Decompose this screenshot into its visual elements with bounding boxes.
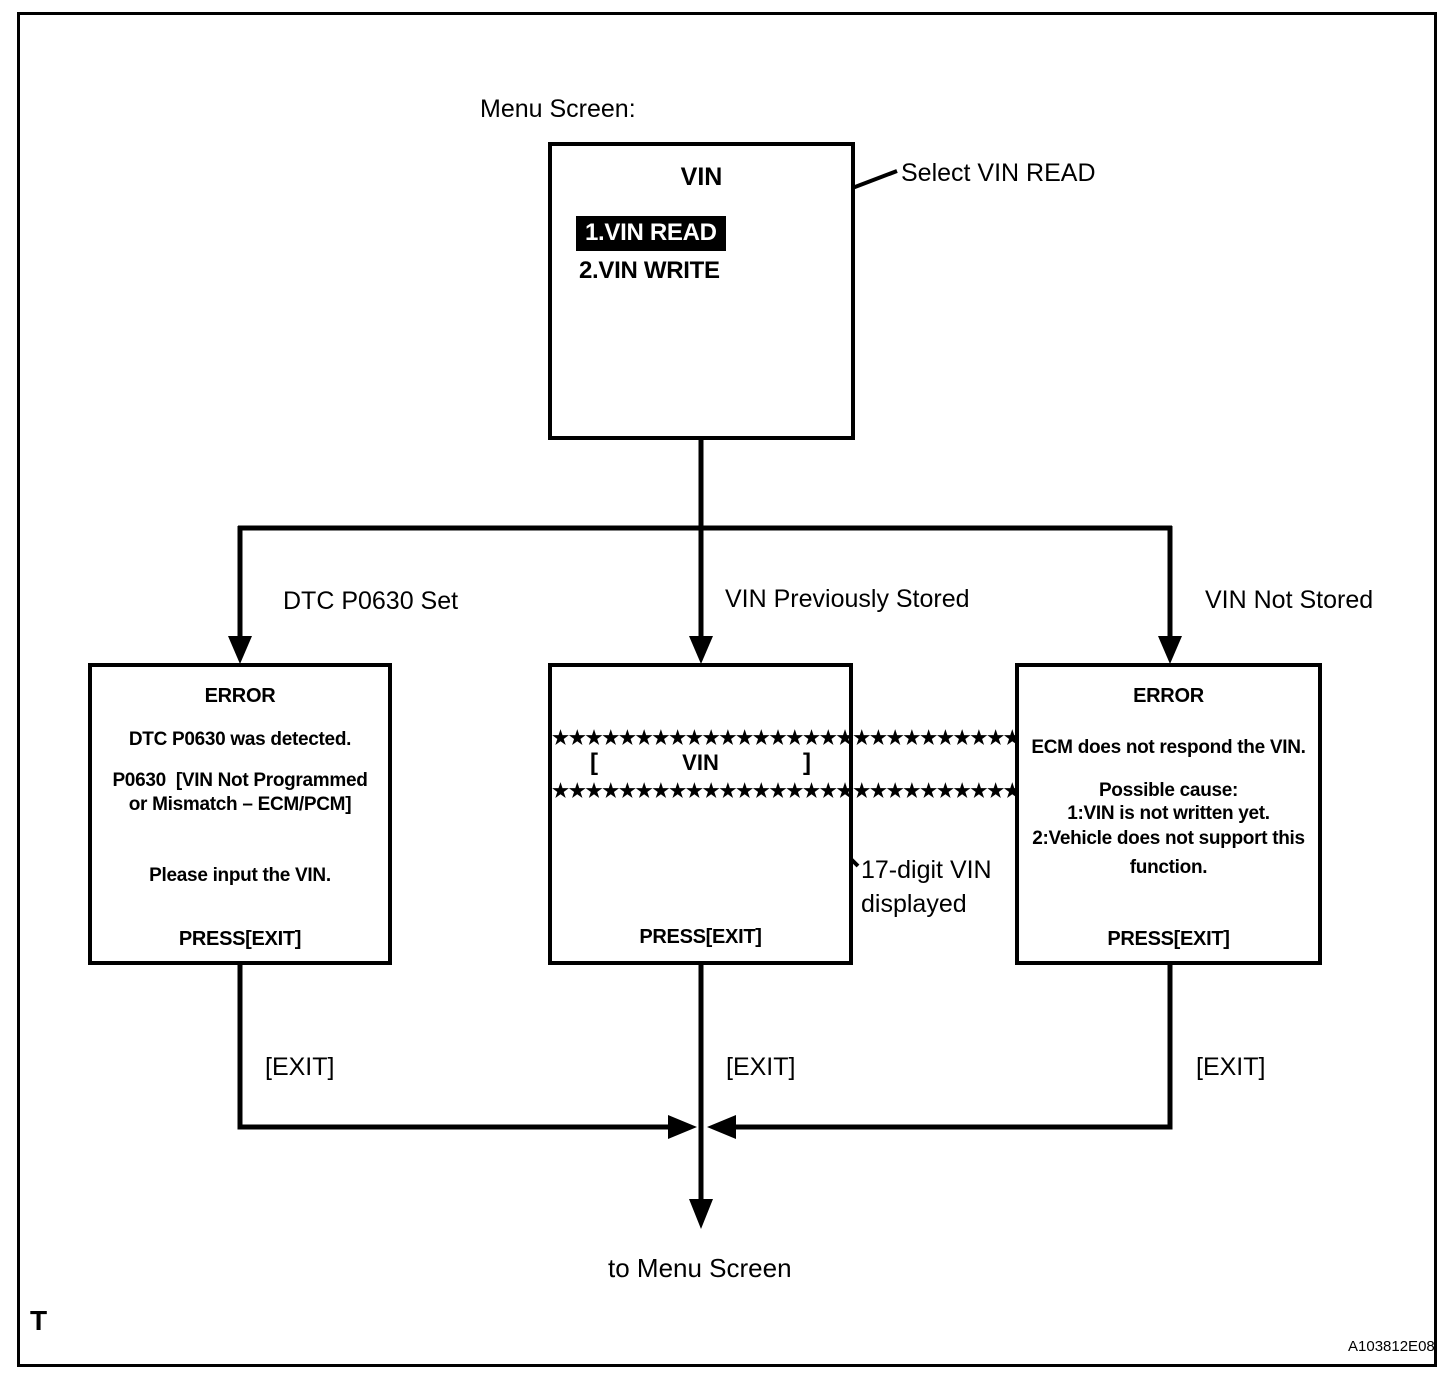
bracket-close: ] <box>803 749 811 776</box>
error-line: or Mismatch – ECM/PCM] <box>128 794 352 815</box>
menu-screen-box: VIN 1.VIN READ 2.VIN WRITE <box>548 142 855 440</box>
figure-id: A103812E08 <box>1348 1338 1435 1355</box>
error-title: ERROR <box>204 685 276 707</box>
error-screen-dtc-p0630: ERROR DTC P0630 was detected. P0630 [VIN… <box>88 663 392 965</box>
exit-label-left: [EXIT] <box>265 1053 335 1081</box>
exit-label-right: [EXIT] <box>1196 1053 1266 1081</box>
vin-callout-line2: displayed <box>861 890 967 918</box>
branch-label-vin-previously-stored: VIN Previously Stored <box>725 585 970 613</box>
star-row-bottom: ★★★★★★★★★★★★★★★★★★★★★★★★★★★★★★ <box>552 781 1054 802</box>
error-line: 2:Vehicle does not support this <box>1032 828 1305 849</box>
press-exit-label: PRESS[EXIT] <box>639 926 762 948</box>
menu-box-title: VIN <box>680 163 723 191</box>
branch-label-vin-not-stored: VIN Not Stored <box>1205 586 1374 614</box>
bracket-open: [ <box>590 749 598 776</box>
press-exit-label: PRESS[EXIT] <box>178 928 302 950</box>
corner-letter: T <box>30 1305 48 1336</box>
vin-display-screen: ★★★★★★★★★★★★★★★★★★★★★★★★★★★★★★ [ VIN ] ★… <box>548 663 1054 965</box>
to-menu-screen-label: to Menu Screen <box>608 1253 792 1283</box>
error-line: DTC P0630 was detected. <box>128 729 352 750</box>
select-vin-read-label: Select VIN READ <box>901 159 1096 187</box>
error-line: Possible cause: <box>1098 780 1239 801</box>
branch-label-dtc-p0630-set: DTC P0630 Set <box>283 587 459 615</box>
menu-screen-label: Menu Screen: <box>480 95 636 123</box>
error-line: Please input the VIN. <box>149 865 331 886</box>
exit-label-middle: [EXIT] <box>726 1053 796 1081</box>
error-line: P0630 [VIN Not Programmed <box>112 770 368 791</box>
vin-callout-line1: 17-digit VIN <box>861 856 992 884</box>
error-line: ECM does not respond the VIN. <box>1031 737 1306 758</box>
error-screen-no-response: ERROR ECM does not respond the VIN. Poss… <box>1015 663 1322 965</box>
error-line: function. <box>1129 857 1208 878</box>
star-row-top: ★★★★★★★★★★★★★★★★★★★★★★★★★★★★★★ <box>552 728 1054 749</box>
vin-text: VIN <box>682 750 719 775</box>
vin-bracket-row: [ VIN ] <box>552 749 849 777</box>
menu-item-vin-read: 1.VIN READ <box>576 216 726 251</box>
error-line: 1:VIN is not written yet. <box>1067 803 1270 824</box>
menu-item-vin-write: 2.VIN WRITE <box>579 257 720 284</box>
error-title: ERROR <box>1133 685 1204 707</box>
press-exit-label: PRESS[EXIT] <box>1107 928 1230 950</box>
page-frame <box>17 12 1437 1367</box>
vin-displayed-callout: 17-digit VIN displayed <box>861 853 992 921</box>
